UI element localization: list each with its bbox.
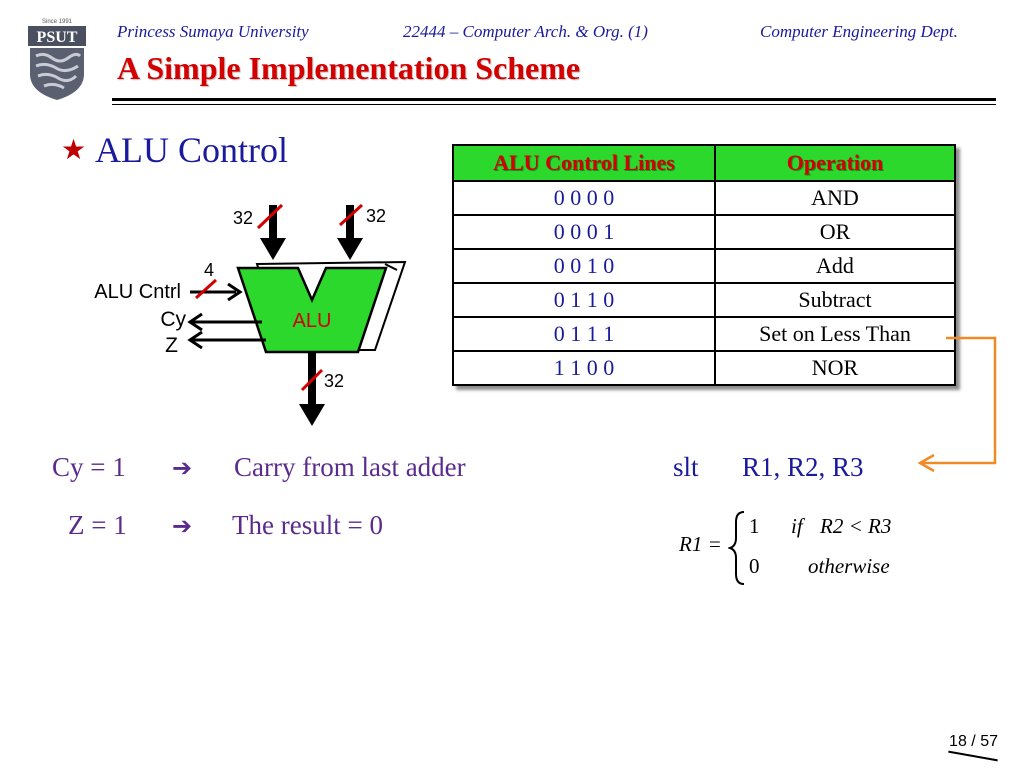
page-indicator: 18 / 57 (949, 733, 998, 751)
operation: AND (714, 180, 956, 216)
control-label: ALU Cntrl (94, 281, 181, 303)
page-total: 57 (980, 733, 998, 750)
cy-lhs: Cy = 1 (52, 452, 126, 482)
input-a-slash (256, 203, 284, 230)
operation: OR (714, 214, 956, 250)
star-icon: ★ (61, 135, 87, 166)
title-rule-thin (112, 104, 996, 105)
control-slash (194, 278, 218, 300)
control-width: 4 (204, 260, 214, 280)
slt-connector (917, 336, 997, 473)
control-code: 0 1 1 0 (452, 282, 716, 318)
col-header-control-lines: ALU Control Lines (452, 144, 716, 182)
operation: Add (714, 248, 956, 284)
carry-label: Cy (160, 308, 186, 331)
control-code: 1 1 0 0 (452, 350, 716, 386)
page-sep: / (971, 733, 976, 750)
z-rhs: The result = 0 (232, 510, 383, 540)
pager-underline (948, 750, 998, 762)
alu-diagram: ALU 32 32 4 ALU Cntrl Cy Z 32 (94, 203, 407, 426)
operation: Subtract (714, 282, 956, 318)
slide-title: A Simple Implementation Scheme (117, 50, 581, 86)
case1-value: 1 (749, 514, 760, 538)
right-arrow-icon: ➔ (172, 512, 193, 540)
output-slash (300, 368, 324, 392)
bullet-alu-control: ALU Control (95, 130, 288, 170)
case2-value: 0 (749, 554, 760, 578)
header-university: Princess Sumaya University (117, 22, 309, 41)
cy-rhs: Carry from last adder (234, 452, 466, 482)
equation-lhs: R1 = (679, 532, 722, 556)
psut-logo: Since 1991 PSUT (22, 14, 92, 102)
connector-arrowhead (917, 453, 935, 473)
operation: NOR (714, 350, 956, 386)
logo-since: Since 1991 (42, 19, 73, 25)
col-header-operation: Operation (714, 144, 956, 182)
case2-condition: otherwise (808, 554, 890, 578)
logo-text: PSUT (37, 29, 78, 46)
operation: Set on Less Than (714, 316, 956, 352)
title-rule (112, 98, 996, 101)
control-code: 0 0 1 0 (452, 248, 716, 284)
right-arrow-icon: ➔ (172, 454, 193, 482)
output-width: 32 (324, 371, 344, 391)
brace-icon (728, 511, 745, 585)
alu-body (236, 266, 388, 354)
control-code: 0 0 0 1 (452, 214, 716, 250)
case1-if: if (791, 514, 803, 538)
input-b-width: 32 (366, 206, 386, 226)
page-current: 18 (949, 733, 967, 750)
control-code: 0 0 0 0 (452, 180, 716, 216)
alu-label: ALU (293, 310, 332, 332)
z-lhs: Z = 1 (68, 510, 127, 540)
control-code: 0 1 1 1 (452, 316, 716, 352)
slt-operands: R1, R2, R3 (742, 452, 864, 482)
slt-mnemonic: slt (673, 452, 699, 482)
header-course: 22444 – Computer Arch. & Org. (1) (403, 22, 648, 41)
input-b-slash (338, 203, 364, 227)
zero-label: Z (165, 334, 178, 357)
header-department: Computer Engineering Dept. (760, 22, 958, 41)
case1-condition: R2 < R3 (820, 514, 892, 538)
table-header-row: ALU Control Lines Operation (452, 144, 956, 182)
input-a-width: 32 (233, 208, 253, 228)
